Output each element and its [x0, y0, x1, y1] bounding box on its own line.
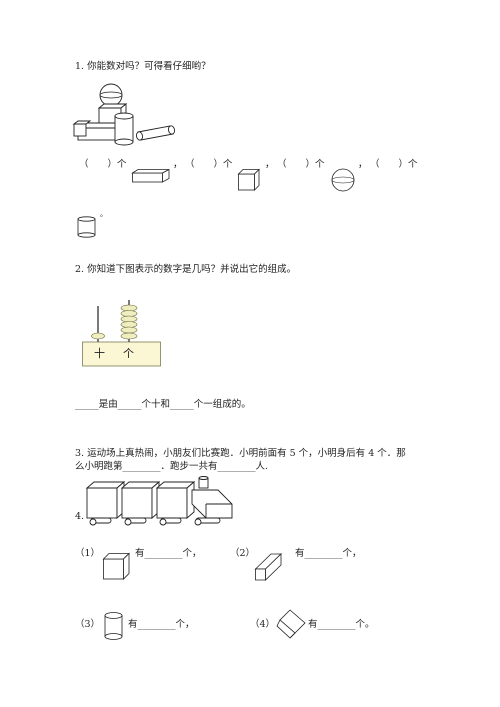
- sphere-icon: [331, 168, 355, 192]
- q4-item-1-answer[interactable]: 有________个，: [135, 548, 202, 559]
- abacus-figure: [82, 300, 161, 367]
- tilted-cuboid-icon: [276, 609, 306, 639]
- q4-item-4-answer[interactable]: 有________个。: [308, 619, 375, 630]
- q4-item-4-label: （4）: [250, 619, 276, 630]
- cuboid-icon: [131, 168, 170, 183]
- q1-blank-cuboid[interactable]: （ ）个: [79, 159, 127, 170]
- q1-tail-mark: 。: [100, 210, 107, 218]
- q3-line-2[interactable]: 么小明跑第________．跑步一共有________人.: [75, 461, 269, 472]
- cylinder-icon: [104, 612, 123, 640]
- q1-blank-sphere[interactable]: （ ）个: [277, 159, 325, 170]
- block-train-figure: [85, 476, 233, 526]
- q4-item-3-answer[interactable]: 有________个，: [128, 619, 195, 630]
- q4-item-1-label: （1）: [75, 548, 101, 559]
- q1-blank-cube[interactable]: （ ）个: [185, 159, 233, 170]
- q3-line-1: 3. 运动场上真热闹，小朋友们比赛跑．小明前面有 5 个，小明身后有 4 个．那: [75, 448, 406, 459]
- q1-blank-cylinder[interactable]: （ ）个: [370, 159, 418, 170]
- q1-comma-2: ，: [265, 159, 275, 170]
- q1-stacked-solids-figure: [72, 83, 176, 146]
- cuboid-icon: [254, 553, 282, 581]
- cylinder-icon: [77, 216, 96, 238]
- q4-item-2-answer[interactable]: 有________个，: [295, 548, 362, 559]
- q4-item-2-label: （2）: [230, 548, 256, 559]
- q1-comma-1: ，: [173, 159, 183, 170]
- abacus-ones-label: 个: [123, 347, 134, 360]
- q1-comma-3: ，: [358, 159, 368, 170]
- q1-title: 1. 你能数对吗？可得看仔细哟？: [75, 61, 211, 72]
- q4-number: 4.: [75, 511, 85, 522]
- q4-item-3-label: （3）: [75, 619, 101, 630]
- q2-title: 2. 你知道下图表示的数字是几吗？并说出它的组成。: [75, 264, 297, 275]
- q2-answer-line[interactable]: _____是由_____个十和_____个一组成的。: [75, 399, 251, 410]
- abacus-tens-label: 十: [94, 347, 105, 360]
- cube-icon: [102, 552, 130, 580]
- cube-icon: [237, 168, 260, 191]
